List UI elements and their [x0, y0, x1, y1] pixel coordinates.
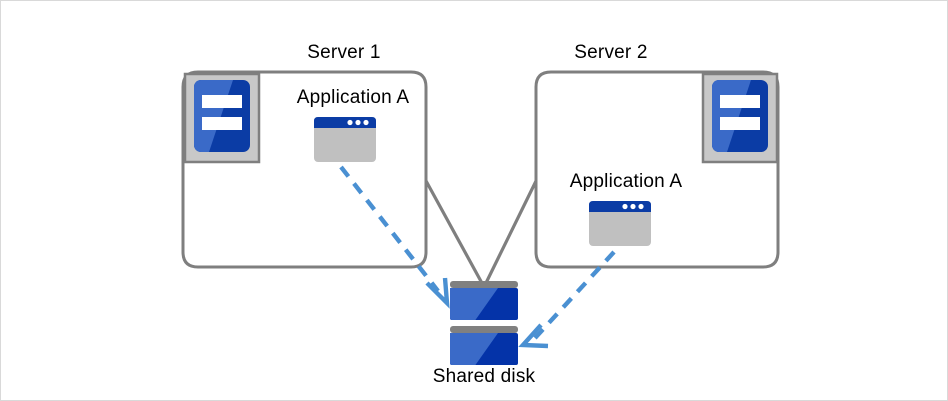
shared-disk-label: Shared disk — [432, 366, 536, 387]
server2-title: Server 2 — [574, 42, 648, 63]
server2-application-label: Application A — [569, 171, 683, 192]
connector-server2-to-disk — [483, 177, 539, 287]
access-arrow-server2-to-disk — [518, 250, 616, 349]
server1-server-icon — [183, 72, 261, 164]
server1-application-label: Application A — [296, 87, 410, 108]
server1-application-window-icon — [314, 117, 376, 162]
connector-server1-to-disk — [423, 177, 485, 287]
access-arrow-server1-to-disk — [339, 165, 450, 309]
shared-disk-icon — [450, 281, 518, 365]
server2-application-window-icon — [589, 201, 651, 246]
server1-title: Server 1 — [307, 42, 381, 63]
server2-server-icon — [701, 72, 779, 164]
